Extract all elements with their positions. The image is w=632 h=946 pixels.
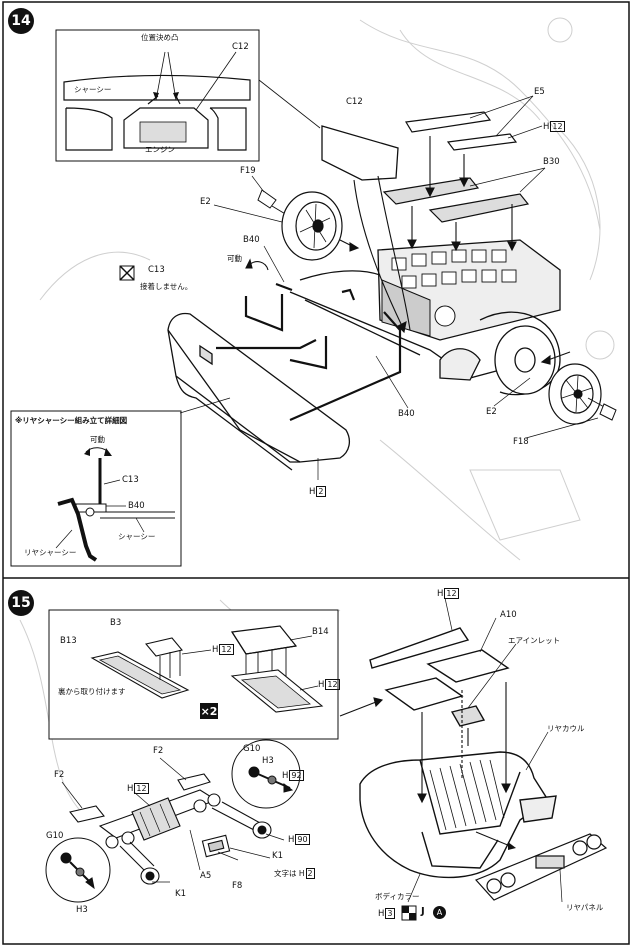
- label-g10-left: G10: [46, 831, 64, 841]
- label-e5: E5: [534, 87, 545, 97]
- label-body-a-circle: A: [433, 906, 446, 919]
- part-e2-wheel-left: [281, 191, 343, 261]
- label-no-glue: 接着しません。: [140, 282, 193, 291]
- label-detail-rear-chassis: リヤシャーシー: [24, 548, 77, 557]
- label-rear-panel: リヤパネル: [566, 903, 604, 912]
- label-positioning-bump: 位置決め凸: [141, 33, 179, 42]
- step-number-14: 14: [8, 8, 34, 34]
- label-inset-chassis: シャーシー: [74, 85, 112, 94]
- two-tone-color-icon: [401, 905, 417, 921]
- leader-lines-step14: [179, 95, 599, 480]
- label-b14: B14: [312, 627, 329, 637]
- rear-cowl-body: [359, 627, 557, 879]
- no-glue-icon: [119, 265, 135, 281]
- step-number-15: 15: [8, 590, 34, 616]
- part-f18: [587, 397, 617, 421]
- label-attach-from-back: 裏から取り付けます: [58, 687, 126, 696]
- assembly-arrows-step15: [339, 682, 511, 804]
- label-inset-c12: C12: [232, 42, 249, 52]
- label-e2-right: E2: [486, 407, 497, 417]
- label-detail-movable: 可動: [90, 435, 105, 444]
- label-k1-right: K1: [272, 851, 283, 861]
- label-a10: A10: [500, 610, 517, 620]
- part-e5-upper: [405, 111, 492, 133]
- label-e2-left: E2: [200, 197, 211, 207]
- label-c13: C13: [148, 265, 165, 275]
- label-c12: C12: [346, 97, 363, 107]
- label-b40-top: B40: [243, 235, 260, 245]
- rear-bumper: [167, 312, 351, 471]
- label-movable: 可動: [227, 254, 242, 263]
- movable-arrow-icon: [245, 258, 269, 271]
- label-f2-left: F2: [54, 770, 65, 780]
- label-f2-right: F2: [153, 746, 164, 756]
- label-h3-left: H3: [76, 905, 88, 915]
- part-e5-lower: [446, 133, 518, 151]
- part-h12-wing: [369, 627, 470, 669]
- bulb-detail-top: [231, 739, 301, 809]
- label-h3-top: H3: [262, 756, 274, 766]
- rear-chassis-frame: [289, 270, 561, 396]
- part-b40-links: [216, 282, 402, 422]
- label-k1-left: K1: [175, 889, 186, 899]
- part-rear-panel: [474, 833, 608, 901]
- part-e2-wheel-right: [548, 363, 602, 425]
- bulb-detail-left: [45, 837, 111, 903]
- engine-assembly: [377, 239, 561, 341]
- label-detail-c13: C13: [122, 475, 139, 485]
- leader-lines-step15: [61, 597, 563, 903]
- label-b40-right: B40: [398, 409, 415, 419]
- step15-inset-seats: [48, 609, 339, 740]
- taillight-assembly-left: [69, 773, 272, 885]
- label-f19: F19: [240, 166, 256, 176]
- assembly-arrows-step14: [339, 136, 571, 365]
- part-b30-right: [428, 193, 530, 223]
- label-g10-top: G10: [243, 744, 261, 754]
- step14-inset-rear-chassis-detail: [10, 410, 182, 567]
- times-two-badge: ×2: [200, 703, 218, 719]
- label-body-j: J: [421, 906, 425, 917]
- label-rear-cowl: リヤカウル: [547, 724, 585, 733]
- label-f18: F18: [513, 437, 529, 447]
- label-b30: B30: [543, 157, 560, 167]
- label-inset-engine: エンジン: [145, 145, 175, 154]
- label-detail-chassis: シャーシー: [118, 532, 156, 541]
- label-a5: A5: [200, 871, 212, 881]
- background-ghost-drawings: [19, 17, 615, 821]
- part-seat-right: [426, 649, 510, 683]
- label-f8: F8: [232, 881, 243, 891]
- label-air-inlet: エアインレット: [508, 636, 561, 645]
- label-b13: B13: [60, 636, 77, 646]
- label-body-color: ボディカラー: [375, 892, 420, 901]
- label-b3: B3: [110, 618, 122, 628]
- step14-inset-chassis-engine: [55, 29, 260, 162]
- label-detail-b40: B40: [128, 501, 145, 511]
- label-detail-title: ※リヤシャーシー組み立て詳細図: [15, 416, 128, 425]
